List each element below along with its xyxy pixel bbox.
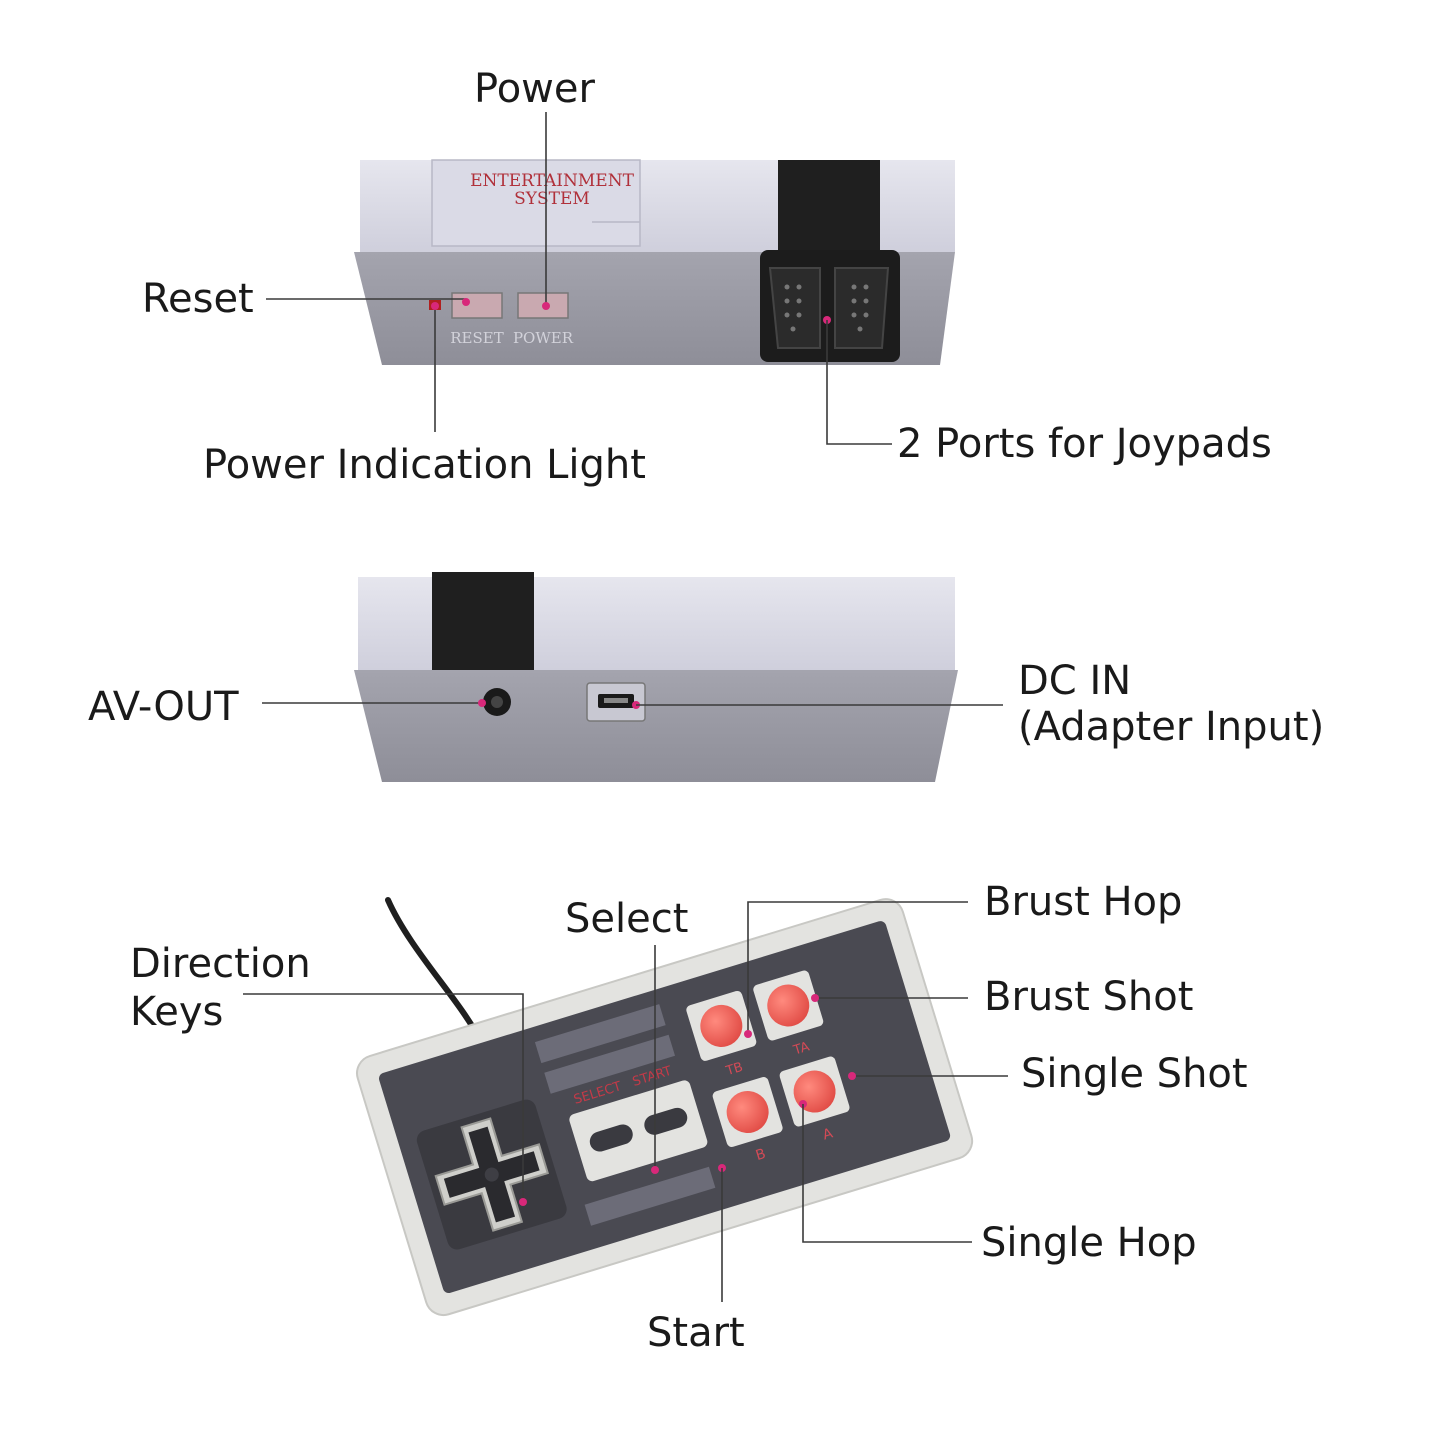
av-out-jack[interactable]	[483, 688, 511, 716]
joypad-port-1[interactable]	[768, 267, 821, 349]
callout-direction-keys-label-2: Keys	[130, 989, 223, 1035]
port-housing-top	[778, 160, 880, 252]
callout-direction-keys: Direction Keys	[130, 941, 527, 1206]
callout-brust-hop-label: Brust Hop	[984, 879, 1182, 925]
b-button[interactable]	[721, 1086, 773, 1138]
console-front-view: ENTERTAINMENT SYSTEM	[354, 159, 955, 365]
controller: SELECT START TB TA B A	[356, 897, 974, 1317]
reset-button-print: RESET	[450, 329, 503, 347]
callout-reset: Reset	[142, 276, 470, 322]
callout-av-out-label: AV-OUT	[88, 684, 239, 730]
select-button[interactable]	[587, 1122, 635, 1154]
callout-start-label: Start	[647, 1310, 745, 1356]
callout-power-label: Power	[474, 66, 595, 112]
ta-button[interactable]	[762, 979, 814, 1031]
callout-select: Select	[565, 896, 688, 1174]
case-print-line-1: ENTERTAINMENT	[470, 171, 635, 191]
callout-single-shot: Single Shot	[848, 1051, 1248, 1097]
power-button-print: POWER	[513, 329, 574, 347]
tb-print: TB	[723, 1060, 744, 1080]
callout-single-hop: Single Hop	[799, 1100, 1197, 1266]
callout-brust-shot-label: Brust Shot	[984, 974, 1193, 1020]
callout-power: Power	[474, 66, 595, 310]
callout-single-hop-label: Single Hop	[981, 1220, 1197, 1266]
callout-power-light: Power Indication Light	[203, 302, 646, 488]
callout-dc-in-label-2: (Adapter Input)	[1018, 704, 1324, 750]
callout-select-label: Select	[565, 896, 688, 942]
callout-single-shot-label: Single Shot	[1021, 1051, 1248, 1097]
callout-av-out: AV-OUT	[88, 684, 486, 730]
cartridge-cover	[431, 159, 641, 247]
callout-ports: 2 Ports for Joypads	[823, 316, 1272, 467]
dc-in-port[interactable]	[586, 682, 646, 722]
callout-direction-keys-label-1: Direction	[130, 941, 311, 987]
callout-reset-label: Reset	[142, 276, 254, 322]
tb-button[interactable]	[695, 1000, 747, 1052]
callout-dc-in-label-1: DC IN	[1018, 658, 1131, 704]
reset-button[interactable]	[451, 292, 503, 319]
joypad-port-2[interactable]	[834, 267, 890, 349]
select-start-panel	[569, 1080, 708, 1182]
b-print: B	[754, 1146, 768, 1164]
console-back-view	[354, 572, 958, 782]
callout-brust-shot: Brust Shot	[811, 974, 1193, 1020]
callout-power-light-label: Power Indication Light	[203, 442, 646, 488]
case-print-line-2: SYSTEM	[514, 189, 590, 209]
callout-brust-hop: Brust Hop	[744, 879, 1182, 1038]
dpad[interactable]	[424, 1107, 559, 1242]
port-housing-back	[432, 572, 534, 670]
ta-print: TA	[791, 1039, 812, 1058]
callout-start: Start	[647, 1164, 745, 1356]
callout-ports-label: 2 Ports for Joypads	[897, 421, 1272, 467]
console-back-face	[354, 670, 958, 782]
callout-dc-in: DC IN (Adapter Input)	[632, 658, 1324, 750]
